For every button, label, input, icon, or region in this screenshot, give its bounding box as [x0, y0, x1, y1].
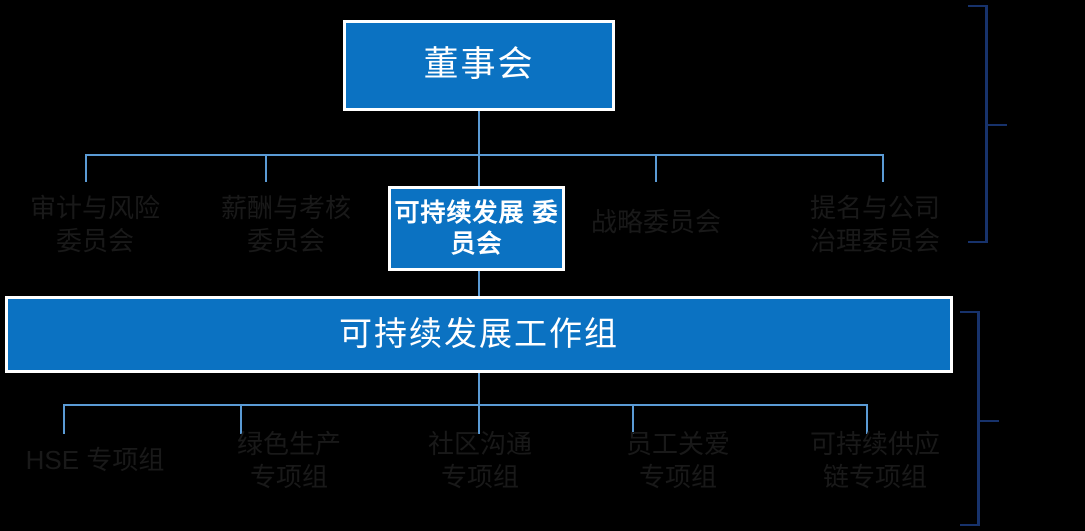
connector-stub-group-3 — [478, 404, 480, 434]
connector-stub-committee-5 — [882, 154, 884, 182]
node-sustainable-development-committee[interactable]: 可持续发展 委员会 — [388, 186, 565, 271]
node-strategy-committee[interactable]: 战略委员会 — [590, 207, 721, 237]
node-sustainable-supply-chain-special-group[interactable]: 可持续供应 链专项组 — [809, 429, 940, 492]
node-nomination-governance-committee[interactable]: 提名与公司 治理委员会 — [809, 193, 940, 256]
connector-stub-committee-3 — [478, 154, 480, 186]
connector-stub-group-5 — [866, 404, 868, 434]
node-green-production-special-group[interactable]: 绿色生产 专项组 — [236, 429, 341, 492]
connector-stub-committee-2 — [265, 154, 267, 182]
node-sustainable-development-working-group[interactable]: 可持续发展工作组 — [5, 296, 953, 373]
connector-board-down — [478, 111, 480, 155]
connector-bus-special-groups — [63, 404, 868, 406]
connector-stub-group-2 — [240, 404, 242, 434]
bracket-upper-top-arm — [968, 5, 988, 7]
connector-stub-committee-1 — [85, 154, 87, 182]
node-employee-care-special-group[interactable]: 员工关爱 专项组 — [625, 429, 730, 492]
bracket-lower-bottom-arm — [960, 524, 980, 526]
node-hse-special-group[interactable]: HSE 专项组 — [25, 445, 165, 475]
node-audit-risk-committee[interactable]: 审计与风险 委员会 — [29, 193, 160, 256]
node-board-of-directors[interactable]: 董事会 — [343, 20, 615, 111]
connector-stub-committee-4 — [655, 154, 657, 182]
bracket-upper-bottom-arm — [968, 241, 988, 243]
bracket-lower-spine — [977, 311, 980, 526]
bracket-lower-top-arm — [960, 311, 980, 313]
bracket-lower-middle-tick — [977, 420, 999, 422]
node-compensation-assessment-committee[interactable]: 薪酬与考核 委员会 — [220, 193, 351, 256]
connector-stub-group-4 — [632, 404, 634, 434]
connector-bus-committees — [85, 154, 883, 156]
bracket-upper-middle-tick — [985, 124, 1007, 126]
connector-stub-group-1 — [63, 404, 65, 434]
connector-committee-to-working-group — [478, 271, 480, 299]
connector-working-group-down — [478, 373, 480, 405]
node-community-communication-special-group[interactable]: 社区沟通 专项组 — [427, 429, 532, 492]
